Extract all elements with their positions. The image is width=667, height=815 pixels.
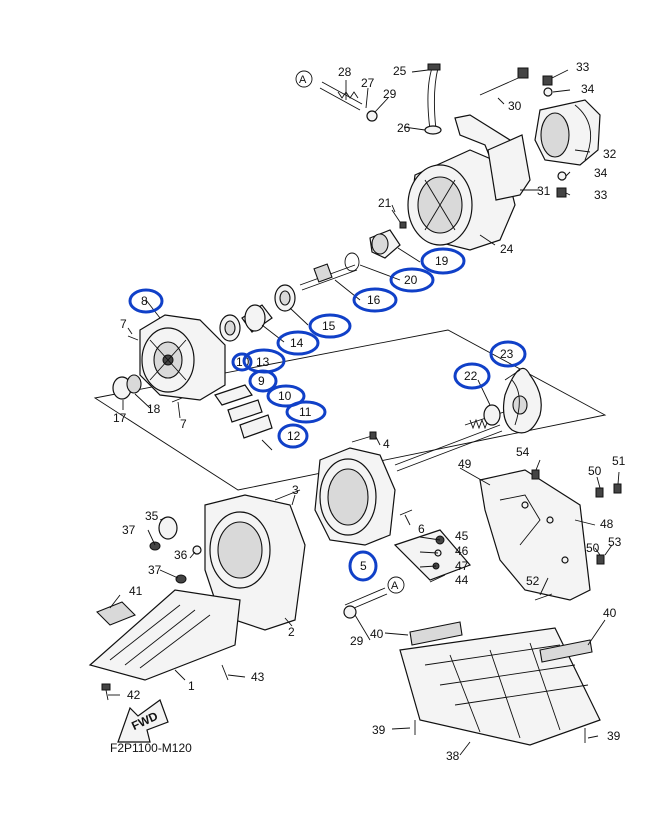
callout-35: 35	[145, 509, 159, 523]
pump-housing-group	[112, 314, 273, 451]
highlight-20	[389, 267, 435, 293]
callout-21: 21	[378, 196, 392, 210]
callout-30: 30	[508, 99, 522, 113]
callout-3: 3	[292, 483, 299, 497]
intake-grate-group	[399, 621, 601, 746]
callout-5: 5	[360, 559, 367, 573]
callout-26: 26	[397, 121, 411, 135]
highlight-10	[266, 384, 306, 408]
callout-28: 28	[338, 65, 352, 79]
callout-11: 11	[299, 405, 312, 419]
callout-7a: 7	[120, 317, 127, 331]
callout-29a: 29	[383, 87, 397, 101]
callout-33a: 33	[576, 60, 590, 74]
ref-marker-a-top-label: A	[299, 74, 307, 86]
highlight-22	[453, 362, 491, 390]
callout-47: 47	[455, 559, 469, 573]
highlight-12	[277, 423, 309, 449]
callout-19: 19	[435, 254, 449, 268]
callout-14: 14	[290, 336, 304, 350]
callout-25: 25	[393, 64, 407, 78]
callout-39b: 39	[607, 729, 621, 743]
figure-code: F2P1100-M120	[110, 741, 192, 755]
callout-34b: 34	[594, 166, 608, 180]
callout-49: 49	[458, 457, 472, 471]
highlight-15	[308, 313, 352, 339]
callout-46: 46	[455, 544, 469, 558]
highlight-23	[489, 340, 527, 368]
leader-lines	[108, 69, 620, 756]
callout-13: 13	[256, 355, 270, 369]
callout-52: 52	[526, 574, 540, 588]
impeller-group	[464, 367, 542, 434]
callout-18: 18	[147, 402, 161, 416]
callout-10: 10	[278, 389, 292, 403]
callout-33b: 33	[594, 188, 608, 202]
highlight-10b	[231, 352, 253, 372]
callout-22: 22	[464, 369, 478, 383]
highlight-11	[285, 400, 327, 424]
callout-36: 36	[174, 548, 188, 562]
callout-12: 12	[287, 429, 301, 443]
callout-27: 27	[361, 76, 375, 90]
callout-29b: 29	[350, 634, 364, 648]
callout-40b: 40	[603, 606, 617, 620]
assembly-outline	[93, 329, 607, 491]
highlight-ovals	[128, 247, 527, 582]
highlight-19	[420, 247, 466, 275]
callout-20: 20	[404, 273, 418, 287]
callout-50b: 50	[586, 541, 600, 555]
callout-8: 8	[141, 294, 148, 308]
callout-40a: 40	[370, 627, 384, 641]
callout-51: 51	[612, 454, 626, 468]
shaft-bearing-group	[219, 209, 407, 342]
callout-50a: 50	[588, 464, 602, 478]
intake-housing-group	[407, 67, 601, 251]
callout-6: 6	[418, 522, 425, 536]
intake-duct-group	[149, 489, 306, 631]
callout-labels: 1 2 3 4 5 6 7 7 8 9 10 10 11 12 13 14 15…	[113, 60, 626, 763]
highlight-8	[128, 288, 164, 314]
ref-marker-a-top	[295, 70, 313, 88]
callout-2: 2	[288, 625, 295, 639]
callout-23: 23	[500, 347, 514, 361]
callout-44: 44	[455, 573, 469, 587]
callout-42: 42	[127, 688, 141, 702]
callout-32: 32	[603, 147, 617, 161]
callout-1: 1	[188, 679, 195, 693]
highlight-16	[352, 287, 398, 313]
callout-17: 17	[113, 411, 127, 425]
callout-37a: 37	[122, 523, 136, 537]
ref-marker-a-bottom-label: A	[391, 580, 399, 592]
callout-48: 48	[600, 517, 614, 531]
callout-34a: 34	[581, 82, 595, 96]
ref-marker-a-bottom	[387, 576, 405, 594]
callout-54: 54	[516, 445, 530, 459]
callout-15: 15	[322, 319, 336, 333]
callout-16: 16	[367, 293, 381, 307]
callout-45: 45	[455, 529, 469, 543]
side-plate-group	[479, 469, 622, 601]
callout-7b: 7	[180, 417, 187, 431]
callout-43: 43	[251, 670, 265, 684]
ride-plate-group	[88, 589, 241, 743]
callout-53: 53	[608, 535, 622, 549]
callout-37b: 37	[148, 563, 162, 577]
callout-41: 41	[129, 584, 143, 598]
callout-31: 31	[537, 184, 551, 198]
callout-24: 24	[500, 242, 514, 256]
hose-group	[319, 63, 442, 135]
highlight-5	[348, 550, 378, 582]
highlight-9	[248, 369, 278, 393]
callout-39a: 39	[372, 723, 386, 737]
callout-4: 4	[383, 437, 390, 451]
highlight-14	[276, 330, 320, 356]
callout-9: 9	[258, 374, 265, 388]
callout-38: 38	[446, 749, 460, 763]
stator-housing-group	[314, 424, 503, 619]
